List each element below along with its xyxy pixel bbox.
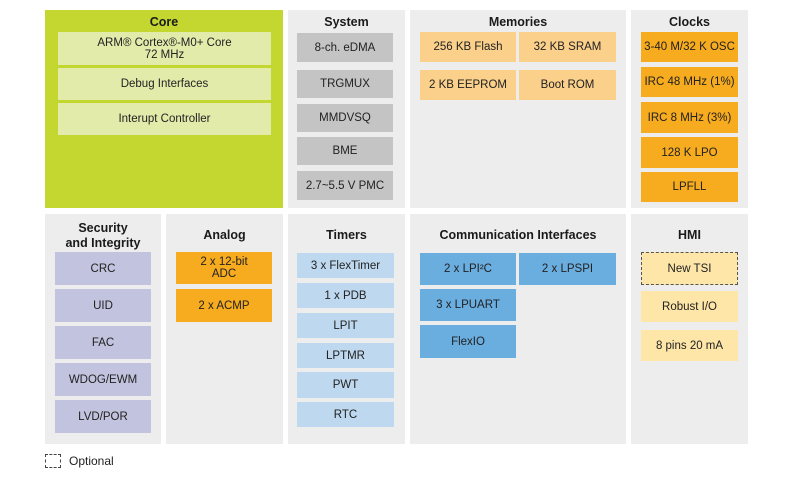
analog-block-adc-line1: 2 x 12-bit — [200, 256, 248, 268]
system-block-bme: BME — [297, 137, 393, 165]
memory-block-eeprom: 2 KB EEPROM — [420, 70, 516, 100]
core-block-cortex-line2: 72 MHz — [144, 48, 185, 61]
timer-block-flextimer: 3 x FlexTimer — [297, 253, 394, 278]
comm-block-lpi2c: 2 x LPI²C — [420, 253, 516, 285]
security-title: Security and Integrity — [45, 221, 161, 251]
security-block-crc: CRC — [55, 252, 151, 285]
memory-block-sram: 32 KB SRAM — [519, 32, 616, 62]
clock-block-osc: 3-40 M/32 K OSC — [641, 32, 738, 62]
security-title-line2: and Integrity — [65, 236, 141, 250]
security-block-uid: UID — [55, 289, 151, 322]
clock-block-irc8: IRC 8 MHz (3%) — [641, 102, 738, 133]
analog-block-adc: 2 x 12-bit ADC — [176, 252, 272, 284]
timer-block-lptmr: LPTMR — [297, 343, 394, 368]
core-block-debug: Debug Interfaces — [58, 68, 271, 100]
communication-panel: Communication Interfaces 2 x LPI²C 2 x L… — [410, 214, 626, 444]
timer-block-pdb: 1 x PDB — [297, 283, 394, 308]
security-panel: Security and Integrity CRC UID FAC WDOG/… — [45, 214, 161, 444]
memories-title: Memories — [488, 15, 548, 29]
timers-title: Timers — [326, 228, 367, 242]
system-block-mmdvsq: MMDVSQ — [297, 104, 393, 132]
memories-panel: Memories 256 KB Flash 32 KB SRAM 2 KB EE… — [410, 10, 626, 208]
comm-block-lpuart: 3 x LPUART — [420, 289, 516, 321]
core-block-cortex-line1: ARM® Cortex®-M0+ Core — [97, 36, 232, 49]
analog-block-acmp: 2 x ACMP — [176, 289, 272, 322]
security-block-lvd: LVD/POR — [55, 400, 151, 433]
legend-optional-label: Optional — [69, 454, 114, 468]
timer-block-pwt: PWT — [297, 372, 394, 398]
system-title: System — [324, 15, 369, 29]
core-title: Core — [149, 15, 179, 29]
timers-panel: Timers 3 x FlexTimer 1 x PDB LPIT LPTMR … — [288, 214, 405, 444]
clock-block-irc48: IRC 48 MHz (1%) — [641, 67, 738, 97]
security-block-fac: FAC — [55, 326, 151, 359]
optional-dashed-box-icon — [45, 454, 61, 468]
system-block-edma: 8-ch. eDMA — [297, 33, 393, 62]
comm-block-lpspi: 2 x LPSPI — [519, 253, 616, 285]
memory-block-bootrom: Boot ROM — [519, 70, 616, 100]
security-block-wdog: WDOG/EWM — [55, 363, 151, 396]
clock-block-lpfll: LPFLL — [641, 172, 738, 202]
clock-block-lpo: 128 K LPO — [641, 137, 738, 168]
clocks-panel: Clocks 3-40 M/32 K OSC IRC 48 MHz (1%) I… — [631, 10, 748, 208]
timer-block-rtc: RTC — [297, 402, 394, 427]
analog-block-adc-line2: ADC — [211, 268, 237, 280]
system-panel: System 8-ch. eDMA TRGMUX MMDVSQ BME 2.7~… — [288, 10, 405, 208]
security-title-line1: Security — [78, 221, 128, 235]
hmi-title: HMI — [678, 228, 701, 242]
core-block-interrupt: Interupt Controller — [58, 103, 271, 135]
hmi-panel: HMI New TSI Robust I/O 8 pins 20 mA — [631, 214, 748, 444]
legend: Optional — [45, 454, 114, 468]
comm-block-flexio: FlexIO — [420, 325, 516, 358]
system-block-pmc: 2.7~5.5 V PMC — [297, 171, 393, 200]
memory-block-flash: 256 KB Flash — [420, 32, 516, 62]
core-panel: Core ARM® Cortex®-M0+ Core 72 MHz Debug … — [45, 10, 283, 208]
communication-title: Communication Interfaces — [439, 228, 597, 242]
system-block-trgmux: TRGMUX — [297, 70, 393, 98]
hmi-block-tsi: New TSI — [641, 252, 738, 285]
clocks-title: Clocks — [669, 15, 710, 29]
hmi-block-pins: 8 pins 20 mA — [641, 330, 738, 361]
core-block-cortex: ARM® Cortex®-M0+ Core 72 MHz — [58, 32, 271, 65]
analog-title: Analog — [203, 228, 246, 242]
hmi-block-robust-io: Robust I/O — [641, 291, 738, 322]
analog-panel: Analog 2 x 12-bit ADC 2 x ACMP — [166, 214, 283, 444]
timer-block-lpit: LPIT — [297, 313, 394, 338]
